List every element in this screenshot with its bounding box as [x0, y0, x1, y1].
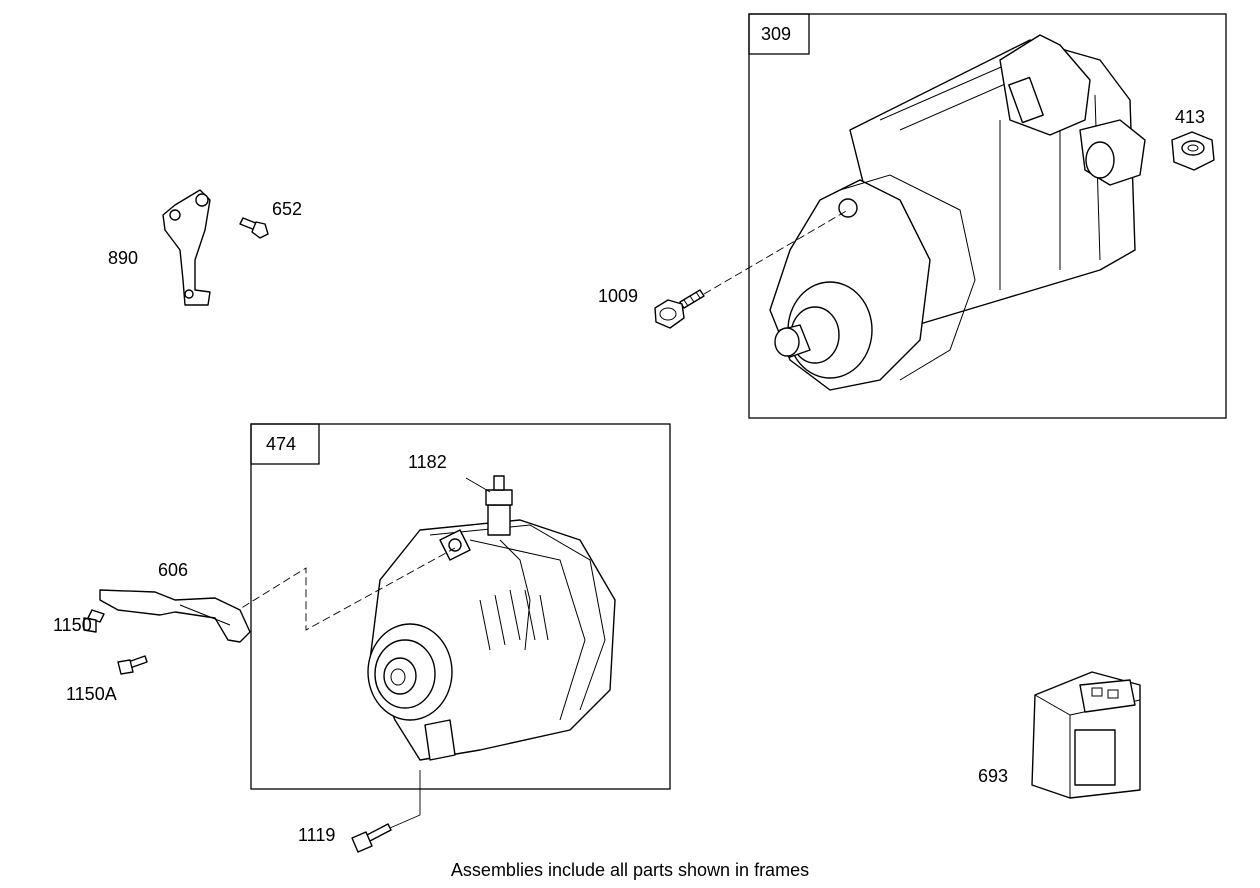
part-label-652: 652 — [272, 199, 303, 219]
frame-label-474: 474 — [266, 434, 297, 454]
bolt-1119 — [351, 823, 392, 853]
frame-309 — [748, 13, 1227, 419]
diagram-caption: Assemblies include all parts shown in fr… — [450, 860, 810, 880]
part-label-606: 606 — [158, 560, 189, 580]
bolt-1150 — [83, 609, 105, 633]
part-label-1119: 1119 — [298, 825, 336, 845]
part-label-1150: 1150 — [53, 615, 92, 635]
nut-413 — [1171, 131, 1215, 171]
starter-motor — [769, 34, 1146, 391]
leader-1119 — [389, 770, 421, 829]
bolt-1150a — [117, 655, 148, 675]
leader-1182 — [465, 477, 491, 493]
part-label-890: 890 — [108, 248, 139, 268]
part-label-413: 413 — [1175, 107, 1206, 127]
bolt-652 — [239, 217, 269, 239]
dashed-leader-606 — [221, 547, 456, 631]
alternator — [367, 475, 616, 761]
bracket-890 — [162, 189, 211, 306]
relay-693 — [1031, 671, 1141, 799]
part-label-1009: 1009 — [598, 286, 639, 306]
part-label-693: 693 — [978, 766, 1009, 786]
part-label-1150a: 1150A — [66, 684, 117, 704]
frame-474 — [250, 423, 671, 790]
bolt-1009 — [654, 209, 849, 329]
part-label-1182: 1182 — [408, 452, 447, 472]
bracket-606 — [99, 589, 251, 643]
frame-label-309: 309 — [761, 24, 792, 44]
